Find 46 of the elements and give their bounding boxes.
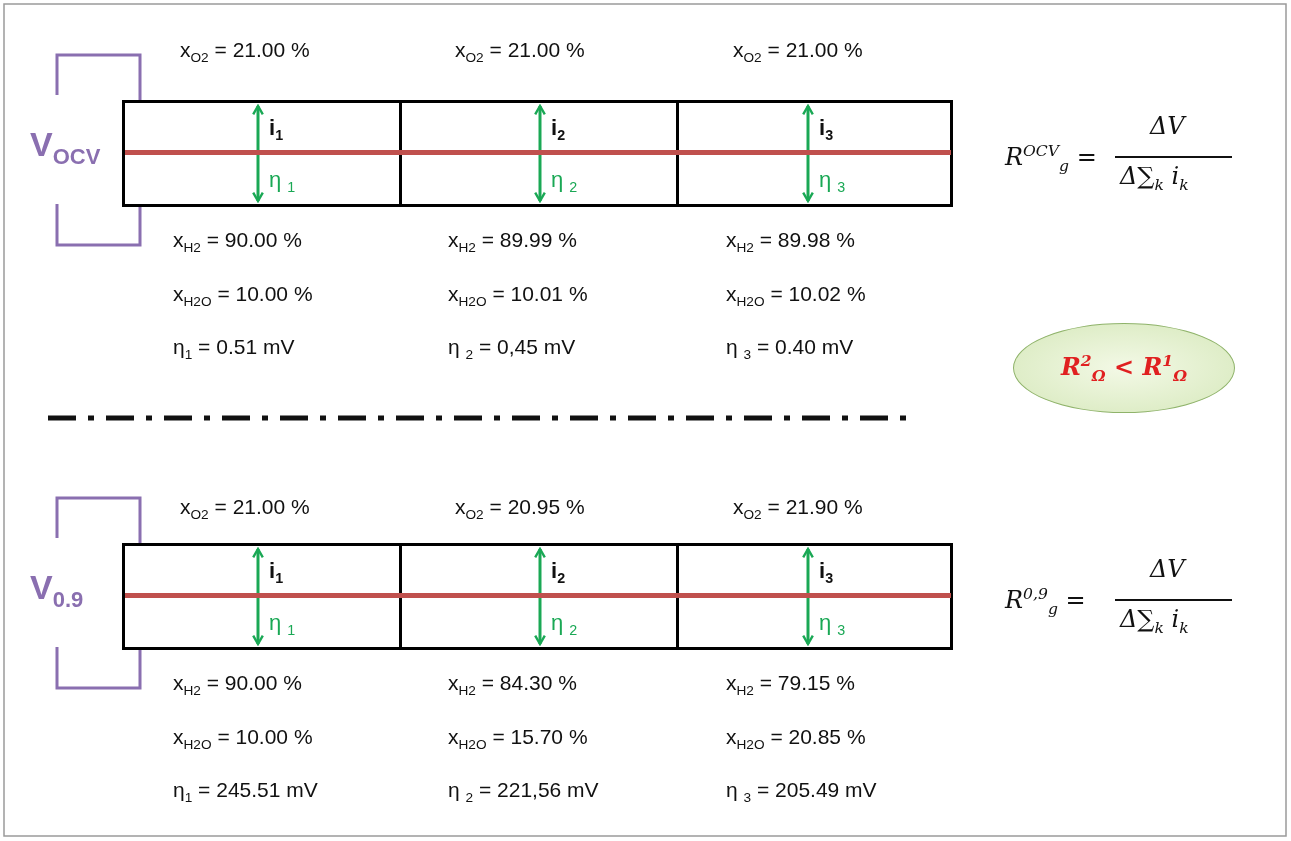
mole-fraction-label: x$_{H2O}$ = 10.01 % — [448, 282, 588, 310]
current-label: i$_{3}$ — [819, 558, 834, 587]
mole-fraction-label: x$_{H2O}$ = 20.85 % — [726, 725, 866, 753]
formula-text: R$^{OCV}$$_{g}$ = — [1005, 142, 1097, 175]
cell-segment — [676, 543, 953, 650]
mole-fraction-label: x$_{H2O}$ = 10.00 % — [173, 282, 313, 310]
overpotential-label: η $_{3}$ — [819, 167, 846, 196]
formula-denominator: Δ∑$_{k}$ i$_{k}$ — [1120, 605, 1189, 637]
mole-fraction-label: x$_{O2}$ = 21.90 % — [733, 495, 863, 523]
current-label: i$_{2}$ — [551, 558, 566, 587]
overpotential-label: η $_{1}$ — [269, 167, 296, 196]
mole-fraction-label: x$_{H2}$ = 90.00 % — [173, 671, 302, 699]
current-label: i$_{1}$ — [269, 558, 284, 587]
overpotential-label: η $_{2}$ — [551, 167, 578, 196]
overpotential-value: η$_{1}$ = 245.51 mV — [173, 778, 318, 806]
overpotential-label: η $_{3}$ — [819, 610, 846, 639]
formula-numerator: ΔV — [1150, 555, 1185, 583]
mole-fraction-label: x$_{O2}$ = 21.00 % — [733, 38, 863, 66]
mole-fraction-label: x$_{H2}$ = 89.99 % — [448, 228, 577, 256]
mole-fraction-label: x$_{H2}$ = 84.30 % — [448, 671, 577, 699]
overpotential-value: η $_{3}$ = 205.49 mV — [726, 778, 877, 806]
mole-fraction-label: x$_{H2}$ = 90.00 % — [173, 228, 302, 256]
formula-text: R$^{0,9}$$_{g}$ = — [1005, 585, 1086, 618]
mole-fraction-label: x$_{H2}$ = 79.15 % — [726, 671, 855, 699]
overpotential-label: η $_{1}$ — [269, 610, 296, 639]
mole-fraction-label: x$_{H2O}$ = 10.00 % — [173, 725, 313, 753]
mole-fraction-label: x$_{H2O}$ = 10.02 % — [726, 282, 866, 310]
mole-fraction-label: x$_{H2O}$ = 15.70 % — [448, 725, 588, 753]
current-label: i$_{1}$ — [269, 115, 284, 144]
overpotential-value: η $_{3}$ = 0.40 mV — [726, 335, 854, 363]
overpotential-value: η $_{2}$ = 0,45 mV — [448, 335, 576, 363]
overpotential-value: η $_{2}$ = 221,56 mV — [448, 778, 599, 806]
overpotential-value: η$_{1}$ = 0.51 mV — [173, 335, 295, 363]
mole-fraction-label: x$_{O2}$ = 20.95 % — [455, 495, 585, 523]
mole-fraction-label: x$_{H2}$ = 89.98 % — [726, 228, 855, 256]
mole-fraction-label: x$_{O2}$ = 21.00 % — [180, 495, 310, 523]
current-label: i$_{3}$ — [819, 115, 834, 144]
overpotential-label: η $_{2}$ — [551, 610, 578, 639]
mole-fraction-label: x$_{O2}$ = 21.00 % — [455, 38, 585, 66]
voltage-label: V$_{0.9}$ — [30, 568, 84, 613]
formula-numerator: ΔV — [1150, 112, 1185, 140]
voltage-label: V$_{OCV}$ — [30, 125, 101, 170]
cell-segment — [676, 100, 953, 207]
formula-denominator: Δ∑$_{k}$ i$_{k}$ — [1120, 162, 1189, 194]
current-label: i$_{2}$ — [551, 115, 566, 144]
mole-fraction-label: x$_{O2}$ = 21.00 % — [180, 38, 310, 66]
